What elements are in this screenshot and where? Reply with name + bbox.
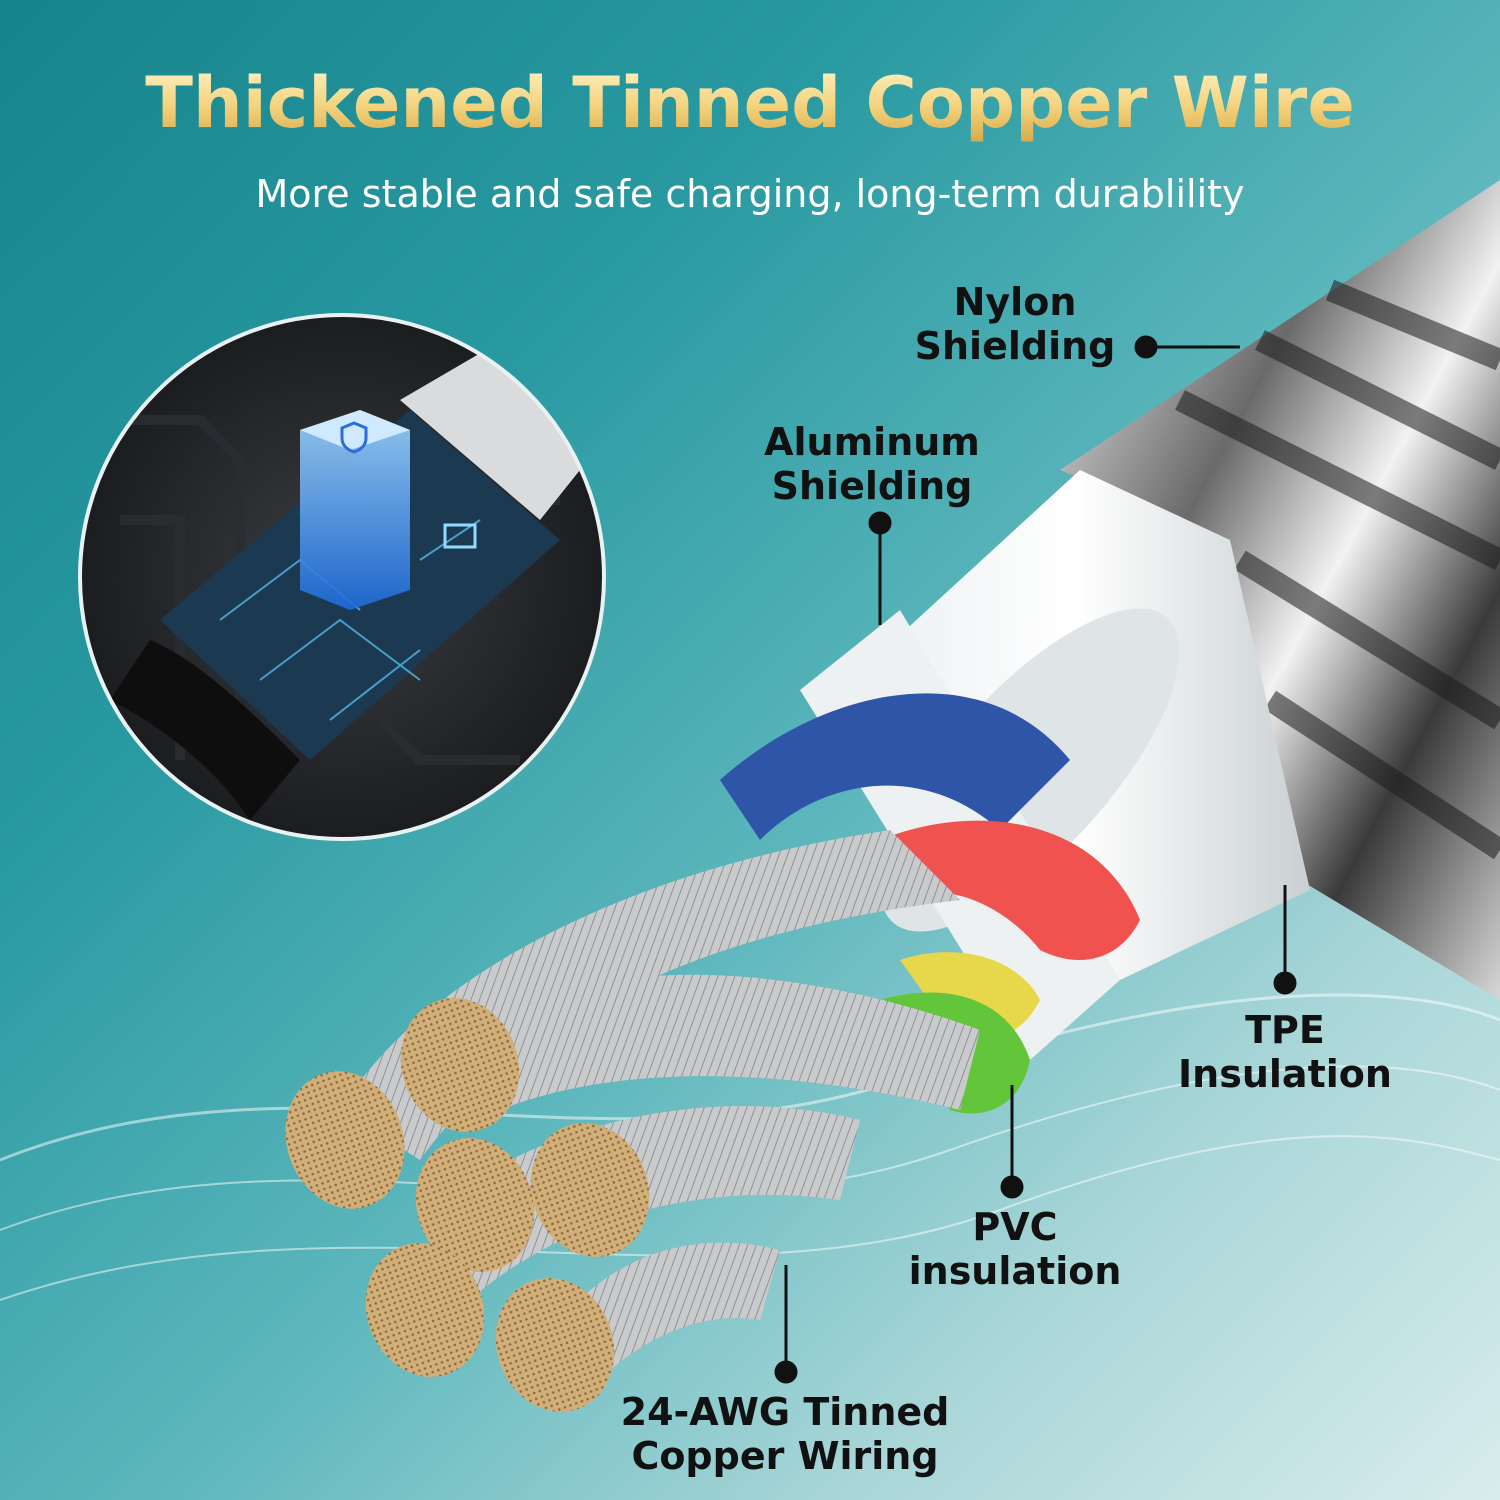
tpe-insulation-label: TPE Insulation [1160,1008,1410,1096]
copper-bundles [285,830,980,1412]
copper-label-line1: 24-AWG Tinned [620,1390,950,1434]
copper-label-line2: Copper Wiring [631,1434,939,1478]
callout-leaders [774,335,1297,1384]
nylon-label-line1: Nylon [953,280,1077,324]
aluminum-label-line1: Aluminum [764,420,980,464]
nylon-label-line2: Shielding [914,324,1116,368]
pvc-label-line1: PVC [972,1205,1058,1249]
page-subtitle: More stable and safe charging, long-term… [255,172,1245,216]
shield-icon [340,421,368,454]
copper-wiring-label: 24-AWG Tinned Copper Wiring [610,1390,960,1478]
tpe-label-line1: TPE [1245,1008,1325,1052]
page-title: Thickened Tinned Copper Wire [0,62,1500,144]
aluminum-label-line2: Shielding [771,464,973,508]
nylon-shielding-label: Nylon Shielding [900,280,1130,368]
aluminum-shielding-label: Aluminum Shielding [752,420,992,508]
nylon-jacket [1060,180,1500,1000]
connector-inset [80,315,604,839]
wave-decoration [0,993,1500,1301]
pvc-insulation-label: PVC insulation [890,1205,1140,1293]
tpe-label-line2: Insulation [1178,1052,1392,1096]
pvc-label-line2: insulation [908,1249,1122,1293]
